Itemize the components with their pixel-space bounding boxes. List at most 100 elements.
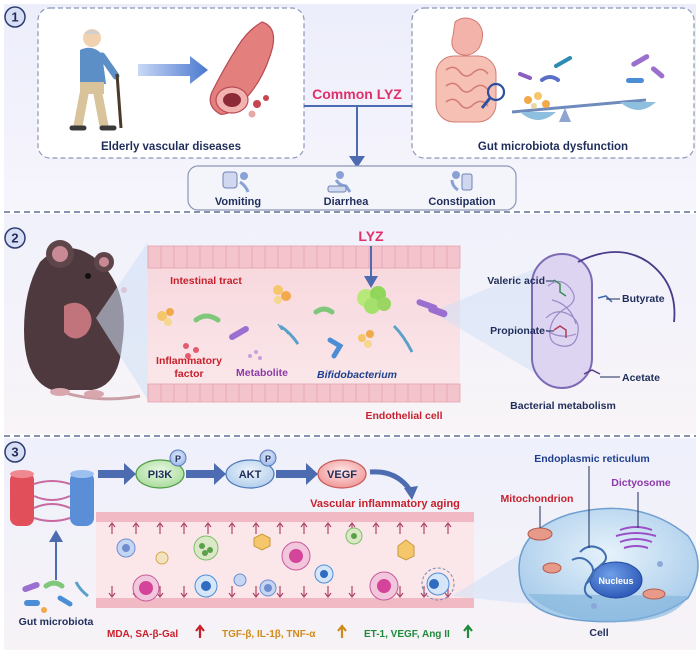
cell-label: Cell xyxy=(589,627,608,639)
gut-microbiota-label: Gut microbiota xyxy=(19,616,94,628)
wall-up-arrow xyxy=(420,522,428,534)
bacterium-small xyxy=(428,305,448,318)
wall-up-arrow xyxy=(156,522,164,534)
panel-3-number: 3 xyxy=(11,445,18,460)
acetate-label: Acetate xyxy=(622,372,660,384)
wall-up-arrow xyxy=(444,522,452,534)
lyz-cluster-icon xyxy=(357,286,391,314)
wall-down-arrow xyxy=(180,586,188,598)
wall-up-arrow xyxy=(396,522,404,534)
wall-up-arrow xyxy=(132,522,140,534)
panel-1-number: 1 xyxy=(11,10,18,25)
panel-2-number-badge xyxy=(4,227,26,249)
er-label: Endoplasmic reticulum xyxy=(534,453,650,465)
dictyosome-label: Dictyosome xyxy=(611,477,671,489)
wall-arrows xyxy=(108,522,452,598)
panel-2: 2 LYZ xyxy=(4,214,696,437)
wall-down-arrow xyxy=(324,586,332,598)
akt-node xyxy=(225,459,275,489)
elderly-vascular-label: Elderly vascular diseases xyxy=(101,141,241,153)
wall-down-arrow xyxy=(276,586,284,598)
wall-up-arrow xyxy=(108,522,116,534)
vegf-label: VEGF xyxy=(327,469,357,481)
metabolite-label: Metabolite xyxy=(236,367,288,379)
metabolite-molecules xyxy=(546,279,620,378)
bacterium-large-icon xyxy=(531,251,676,389)
wall-up-arrow xyxy=(204,522,212,534)
arrow-to-vessel xyxy=(138,56,208,84)
wall-down-arrow xyxy=(228,586,236,598)
wall-down-arrow xyxy=(156,586,164,598)
symptom-diarrhea: Diarrhea xyxy=(324,196,370,208)
valeric-acid-label: Valeric acid xyxy=(487,275,545,287)
wall-down-arrow xyxy=(252,586,260,598)
nucleus-label: Nucleus xyxy=(598,576,633,586)
bacterial-metabolism-label: Bacterial metabolism xyxy=(510,400,616,412)
up-arrow-orange xyxy=(337,624,347,638)
panel-3: 3 Gut microbiota PI3K P AKT P xyxy=(4,438,699,650)
vascular-aging-label: Vascular inflammatory aging xyxy=(310,498,460,510)
tract-microbes xyxy=(157,285,438,360)
markers-et1: ET-1, VEGF, Ang II xyxy=(364,629,450,640)
wall-down-arrow xyxy=(300,586,308,598)
akt-label: AKT xyxy=(239,469,262,481)
lyz-label: LYZ xyxy=(358,228,384,244)
wall-down-arrow xyxy=(348,586,356,598)
up-arrow-red xyxy=(195,624,205,638)
wall-up-arrow xyxy=(228,522,236,534)
arrow-to-vegf xyxy=(276,463,318,485)
arrow-to-akt xyxy=(186,463,226,485)
diarrhea-icon xyxy=(327,171,352,193)
wall-up-arrow xyxy=(276,522,284,534)
curved-arrow-aging xyxy=(369,469,413,492)
pi3k-node xyxy=(135,459,185,489)
pi3k-p-label: P xyxy=(175,454,181,464)
symptom-constipation: Constipation xyxy=(428,196,495,208)
wall-up-arrow xyxy=(372,522,380,534)
vessel-wall-cells xyxy=(116,527,455,602)
elderly-man-icon xyxy=(69,29,123,131)
zoom-cone-left xyxy=(96,242,148,400)
symptoms-box xyxy=(187,165,517,211)
endothelial-label: Endothelial cell xyxy=(365,410,442,422)
butyrate-label: Butyrate xyxy=(622,293,665,305)
inflammatory-label-line2: factor xyxy=(174,368,203,380)
blood-vessel-icon xyxy=(209,21,275,118)
panel-2-number: 2 xyxy=(11,231,18,246)
akt-p-label: P xyxy=(265,454,271,464)
symptom-vomiting: Vomiting xyxy=(215,196,261,208)
vessel-tube-icon xyxy=(10,470,94,526)
mitochondrion-label: Mitochondrion xyxy=(501,493,574,505)
wall-up-arrow xyxy=(300,522,308,534)
markers-tgf: TGF-β, IL-1β, TNF-α xyxy=(222,629,316,640)
wall-up-arrow xyxy=(324,522,332,534)
wall-up-arrow xyxy=(252,522,260,534)
wall-down-arrow xyxy=(396,586,404,598)
vegf-node xyxy=(317,459,367,489)
wall-up-arrow xyxy=(180,522,188,534)
wall-down-arrow xyxy=(108,586,116,598)
inflammatory-label-line1: Inflammatory xyxy=(156,355,222,367)
vomiting-icon xyxy=(222,171,250,193)
arrow-to-pi3k xyxy=(98,463,136,485)
markers-mda: MDA, SA-β-Gal xyxy=(107,629,178,640)
up-arrow-head xyxy=(49,530,63,542)
panel-1: 1 Elderly vascular diseases xyxy=(4,4,696,213)
stomach-intestine-icon xyxy=(435,17,506,123)
lyz-arrow-head xyxy=(364,276,378,288)
bifidobacterium-label: Bifidobacterium xyxy=(317,369,397,381)
cell-illustration xyxy=(518,507,699,623)
constipation-icon xyxy=(450,171,473,192)
panel-1-number-badge xyxy=(4,6,26,28)
pi3k-phospho xyxy=(169,449,187,467)
gut-dysfunction-label: Gut microbiota dysfunction xyxy=(478,141,628,153)
intestinal-tract-label: Intestinal tract xyxy=(170,275,242,287)
zoom-cone-right xyxy=(432,258,560,388)
up-arrow-green xyxy=(463,624,473,638)
mouse-icon xyxy=(24,240,141,401)
down-arrow-head xyxy=(349,156,365,168)
pi3k-label: PI3K xyxy=(148,469,173,481)
curved-arrow-aging-head xyxy=(404,486,418,500)
microbiota-scale-icon xyxy=(511,54,665,122)
